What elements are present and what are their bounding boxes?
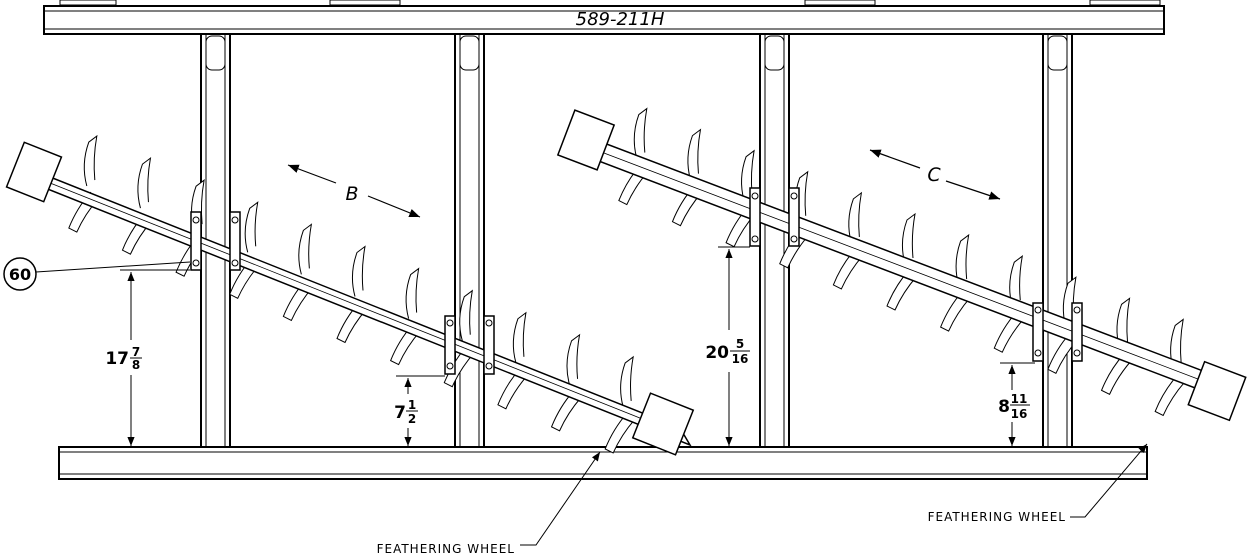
- tine: [244, 201, 259, 253]
- tine: [459, 289, 473, 341]
- post-3: [759, 33, 790, 448]
- dimension-1-numerator: 7: [132, 345, 140, 359]
- part-number-label: 589-211H: [576, 9, 665, 30]
- left-feathering-wheel: [5, 134, 695, 456]
- dimension-1-denominator: 8: [132, 358, 140, 372]
- balloon-number: 60: [9, 265, 31, 284]
- post-4: [1042, 33, 1073, 448]
- dimension-2-denominator: 2: [408, 412, 416, 426]
- mount-bracket-2b: [483, 315, 495, 375]
- tine: [566, 333, 581, 385]
- callout-leader-right: [1070, 443, 1148, 518]
- right-feathering-wheel: [556, 107, 1247, 422]
- dimension-4: [1000, 362, 1035, 446]
- bottom-frame-bar: [58, 446, 1148, 480]
- left-wheel-hub-end: [5, 141, 63, 203]
- direction-arrow-c: [869, 149, 1001, 200]
- tine: [620, 355, 634, 408]
- mount-bracket-2a: [444, 315, 456, 375]
- tine: [83, 134, 98, 187]
- dimension-4-denominator: 16: [1011, 407, 1028, 421]
- tine: [1154, 375, 1186, 417]
- mount-bracket-4b: [1071, 302, 1083, 362]
- dimension-2-whole: 7: [394, 403, 406, 423]
- mount-bracket-3a: [749, 187, 761, 247]
- item-balloon: [3, 257, 191, 291]
- direction-label-c: C: [927, 164, 941, 186]
- tine: [405, 267, 420, 319]
- tine: [940, 290, 972, 332]
- post-2: [454, 33, 485, 448]
- callout-leader-left: [520, 451, 601, 546]
- vertical-posts: [200, 33, 1073, 448]
- tine: [687, 128, 702, 180]
- dimension-3-numerator: 5: [736, 337, 744, 351]
- tine: [955, 233, 970, 286]
- dimension-4-whole: 8: [998, 397, 1010, 417]
- tine: [1116, 297, 1131, 349]
- tine: [901, 212, 916, 265]
- direction-label-b: B: [345, 183, 358, 205]
- dimension-4-numerator: 11: [1011, 392, 1028, 406]
- tine: [1170, 318, 1184, 370]
- mount-bracket-4a: [1032, 302, 1044, 362]
- mount-bracket-1a: [190, 211, 202, 271]
- tine: [848, 191, 863, 244]
- dimension-1: [120, 269, 190, 446]
- dimension-2: [396, 375, 445, 446]
- tine: [137, 156, 152, 209]
- tine: [604, 412, 636, 454]
- tine: [1009, 255, 1023, 307]
- tine: [550, 390, 582, 432]
- tine: [497, 368, 529, 410]
- dimension-3-whole: 20: [705, 343, 729, 363]
- direction-arrow-b: [287, 164, 421, 218]
- callout-left-text: FEATHERING WHEEL: [377, 542, 515, 555]
- tine: [512, 311, 527, 363]
- callout-right-text: FEATHERING WHEEL: [928, 510, 1066, 524]
- tine: [298, 223, 313, 275]
- tine: [1100, 354, 1132, 396]
- tine: [1047, 332, 1079, 374]
- tine: [351, 245, 366, 297]
- dimension-1-whole: 17: [105, 349, 129, 369]
- tine: [993, 311, 1025, 353]
- right-wheel-hub-end: [556, 109, 616, 171]
- mount-bracket-1b: [229, 211, 241, 271]
- dimension-2-numerator: 1: [408, 398, 416, 412]
- right-wheel-hub-far-end: [1187, 360, 1247, 422]
- mount-bracket-3b: [788, 187, 800, 247]
- dimension-3-denominator: 16: [732, 352, 749, 366]
- left-wheel-hub-far-end: [631, 392, 695, 456]
- dimension-3: [718, 246, 750, 446]
- tine: [633, 107, 648, 159]
- left-wheel-shaft: [18, 163, 692, 447]
